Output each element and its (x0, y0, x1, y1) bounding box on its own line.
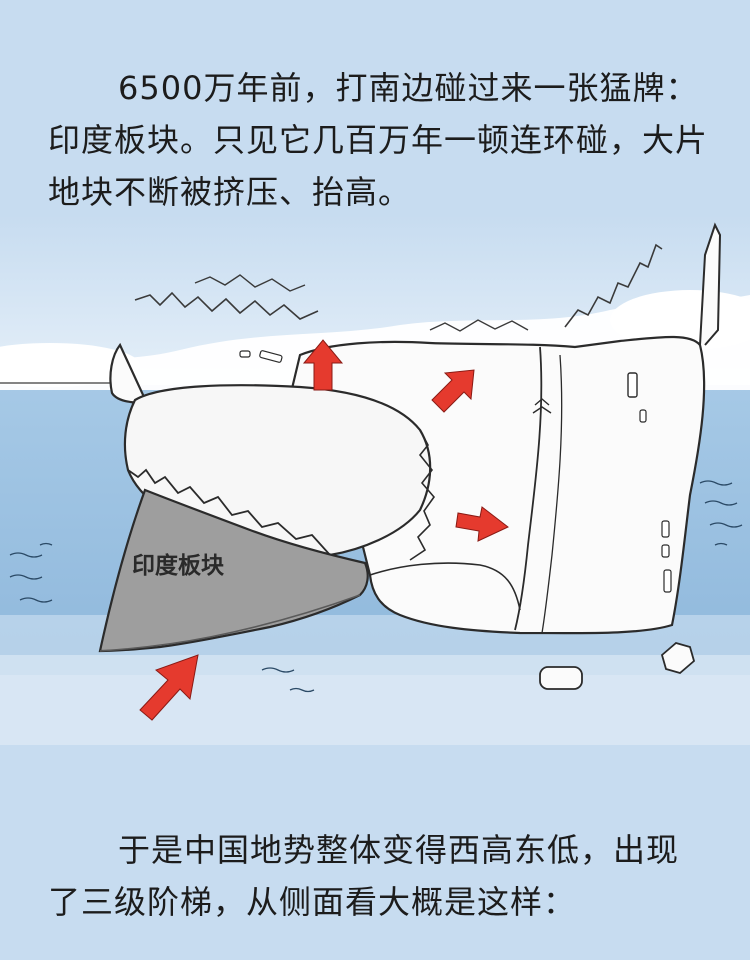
indian-plate-shadow (99, 594, 361, 652)
distant-mountains-mid (429, 319, 529, 332)
conclusion-paragraph: 于是中国地势整体变得西高东低，出现了三级阶梯，从侧面看大概是这样： (48, 831, 680, 921)
collision-arrow (139, 654, 199, 721)
distant-mountains-left-2 (194, 274, 306, 292)
northeast-arrow (431, 369, 475, 413)
crack-marks (532, 398, 552, 414)
crust-chip-5 (663, 569, 672, 593)
upward-arrow (302, 339, 344, 391)
distant-mountains-right (564, 243, 663, 328)
plate-collision-illustration: 印度板块 (0, 215, 750, 745)
ice-piece-1 (539, 666, 583, 690)
distant-mountains-left (134, 291, 319, 320)
crumpled-right-edge (409, 429, 436, 561)
ice-piece-2 (660, 642, 696, 674)
intro-paragraph: 6500万年前，打南边碰过来一张猛牌：印度板块。只见它几百万年一顿连环碰，大片地… (48, 69, 709, 211)
east-arrow (455, 506, 509, 542)
crust-chip-4 (661, 544, 670, 558)
crust-chip-3 (661, 520, 670, 538)
cloud-left (0, 343, 140, 387)
water-ripples (9, 480, 743, 693)
crust-chip-2 (639, 409, 647, 423)
plateau-ridge-2 (541, 354, 563, 634)
inner-fold (369, 562, 521, 611)
crumpled-edge (127, 468, 331, 556)
right-cliff (699, 222, 722, 346)
crust-chip-7 (239, 350, 251, 358)
crust-chip-1 (627, 372, 638, 398)
indian-plate-label: 印度板块 (132, 552, 224, 579)
crust-chip-6 (259, 350, 283, 363)
